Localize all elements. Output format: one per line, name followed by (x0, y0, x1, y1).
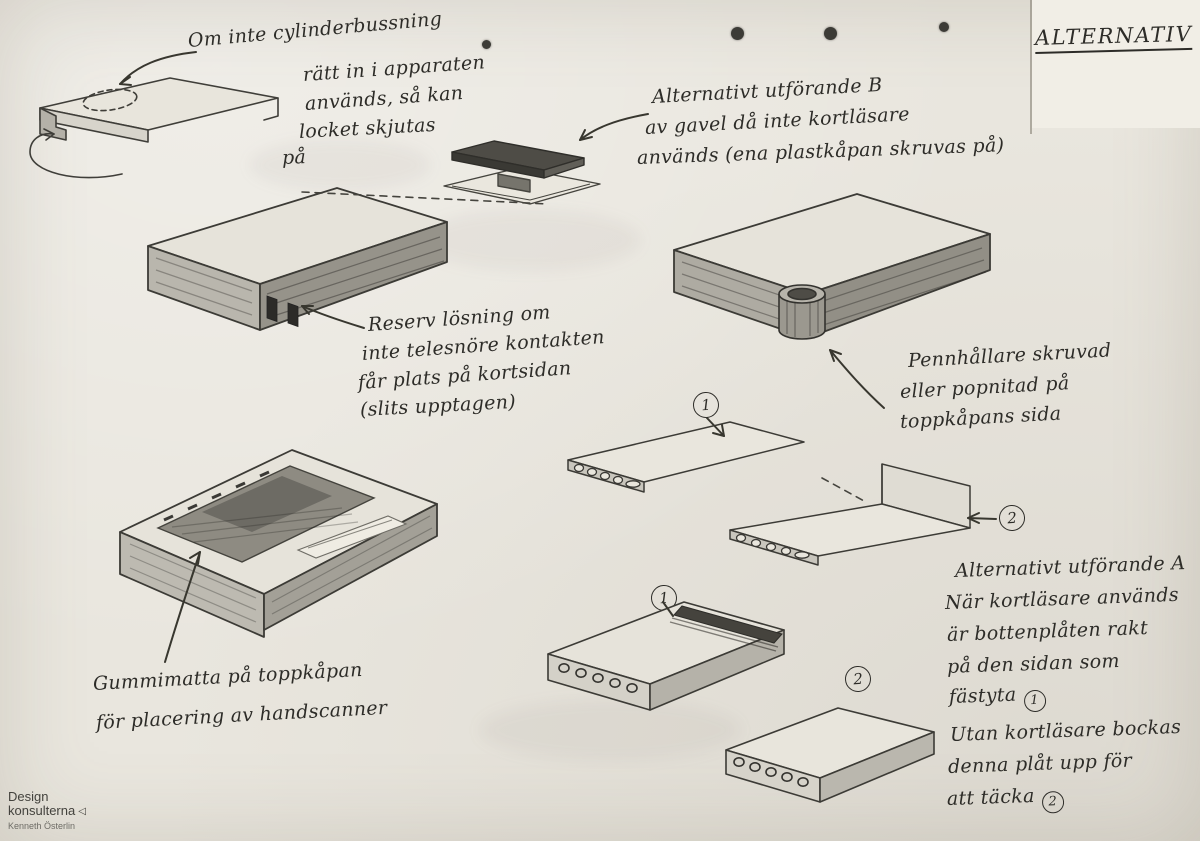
annotation-line: denna plåt upp för (947, 749, 1133, 778)
annotation-text: att täcka (946, 784, 1036, 810)
punch-hole (824, 27, 837, 40)
cable-slots (266, 295, 299, 328)
pen-holder-cylinder (778, 284, 826, 340)
mounting-holes (573, 463, 641, 488)
brand-name-line2: konsulterna◁ (8, 804, 86, 819)
dashed-bushing-position (82, 88, 138, 112)
annotation-line: eller popnitad på (899, 372, 1070, 403)
plate-2-sketch (729, 463, 971, 566)
annotation-line: rätt in i apparaten (302, 51, 486, 86)
chassis-box-2-sketch (725, 707, 935, 803)
front-holes (558, 663, 638, 694)
rail-profile-sketch (443, 140, 601, 205)
ref-number-2: 2 (844, 665, 872, 693)
annotation-line: på den sidan som (946, 649, 1121, 678)
annotation-line: Utan kortläsare bockas (949, 715, 1182, 746)
plate-1-sketch (567, 421, 805, 493)
chassis-box-1-sketch (547, 601, 785, 711)
paper-smudge (480, 700, 740, 760)
page-edge-line (1030, 0, 1032, 134)
annotation-line: fästyta 1 (949, 683, 1046, 715)
ref-number-1: 1 (1023, 689, 1046, 712)
underlying-sheet-edge (1032, 0, 1200, 128)
cap-with-cylinder-bushing-sketch (29, 77, 279, 179)
annotation-line: för placering av handscanner (95, 696, 388, 734)
brand-name-line1: Design (8, 789, 49, 804)
annotation-line: locket skjutas (298, 113, 437, 143)
punch-hole (482, 40, 491, 49)
inset-panel (296, 515, 408, 559)
stacked-plates-edge (673, 605, 783, 644)
mounting-holes (735, 533, 810, 559)
punch-hole (731, 27, 744, 40)
logo-mark-icon: ◁ (78, 806, 86, 818)
page-title: ALTERNATIV (1034, 21, 1193, 54)
annotation-line: används, så kan (304, 81, 464, 115)
annotation-text: fästyta (948, 683, 1017, 708)
gummimatta-enclosure-sketch (119, 449, 438, 638)
ref-number-2: 2 (998, 504, 1026, 532)
paper-smudge (250, 140, 430, 190)
design-konsulterna-logo: Design konsulterna◁ Kenneth Österlin (8, 789, 86, 832)
rubber-mat (156, 465, 376, 563)
arrow-to-pen-holder (829, 349, 885, 409)
punch-hole (939, 22, 949, 32)
annotation-line: Gummimatta på toppkåpan (92, 658, 364, 695)
front-holes (733, 757, 809, 788)
annotation-line: (slits upptagen) (359, 390, 517, 421)
enclosure-reserv-sketch (147, 187, 448, 331)
paper-smudge (420, 210, 640, 270)
annotation-line: Alternativt utförande B (651, 73, 884, 108)
annotation-line: av gavel då inte kortläsare (644, 103, 911, 139)
enclosure-pennhallare-sketch (673, 193, 991, 340)
ref-number-2: 2 (1041, 790, 1065, 814)
slide-on-arrow (29, 132, 123, 179)
annotation-line: Om inte cylinderbussning (187, 7, 443, 52)
annotation-line: När kortläsare används (944, 583, 1180, 614)
annotation-line: är bottenplåten rakt (946, 616, 1149, 646)
edge-stipple-marks (163, 470, 270, 522)
annotation-line: används (ena plastkåpan skruvas på) (636, 134, 1005, 169)
annotation-line: toppkåpans sida (899, 402, 1062, 433)
designer-credit: Kenneth Österlin (8, 820, 76, 831)
brand-text: konsulterna (8, 803, 76, 819)
